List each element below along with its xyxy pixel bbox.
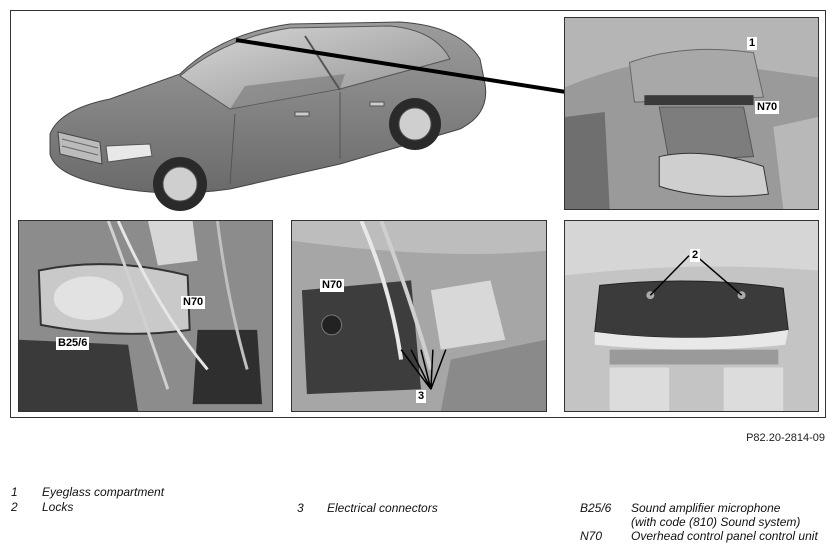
callout-3: 3	[416, 390, 427, 403]
legend-col1: 1 Eyeglass compartment 2 Locks	[11, 485, 271, 525]
legend-item: 1 Eyeglass compartment	[11, 485, 165, 499]
callout-1: 1	[747, 37, 758, 50]
callout-n70: N70	[181, 296, 206, 309]
callout-2: 2	[690, 249, 701, 262]
callout-b25-6: B25/6	[56, 337, 90, 350]
legend-item: 3 Electrical connectors	[297, 501, 438, 515]
legend-col3: B25/6 Sound amplifier microphone (with c…	[580, 501, 830, 549]
photo-overhead-panel: 1 N70	[564, 17, 819, 210]
photo-mirror-wiring: N70 B25/6	[18, 220, 273, 412]
photo-eyeglass-compartment: 2	[564, 220, 819, 412]
callout-n70: N70	[755, 101, 780, 114]
figure-reference: P82.20-2814-09	[746, 432, 825, 444]
photo-control-unit: N70 3	[291, 220, 547, 412]
legend-col2: 3 Electrical connectors	[297, 501, 497, 521]
legend-item: B25/6 Sound amplifier microphone (with c…	[580, 501, 801, 529]
callout-n70: N70	[320, 279, 345, 292]
legend-item: 2 Locks	[11, 500, 74, 514]
car-illustration	[40, 14, 510, 214]
legend-item: N70 Overhead control panel control unit	[580, 529, 818, 543]
